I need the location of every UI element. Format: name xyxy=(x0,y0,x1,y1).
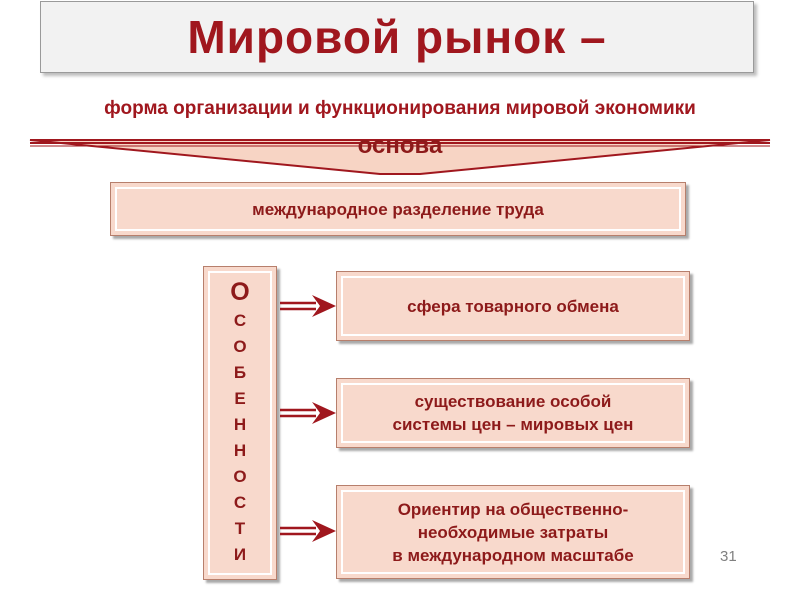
basis-arrow-banner xyxy=(29,139,771,175)
arrow-right-icon xyxy=(280,295,336,317)
division-of-labor-text: международное разделение труда xyxy=(115,187,681,231)
feature-line: сфера товарного обмена xyxy=(407,296,619,316)
arrow-right-icon xyxy=(280,520,336,542)
features-letter: Т xyxy=(234,519,246,538)
feature-box-commodity-exchange: сфера товарного обмена xyxy=(336,271,690,341)
feature-text: Ориентир на общественно- необходимые зат… xyxy=(341,490,685,574)
feature-text: сфера товарного обмена xyxy=(341,276,685,336)
features-vertical-box: О С О Б Е Н Н О С Т И xyxy=(203,266,277,580)
features-letters: О С О Б Е Н Н О С Т И xyxy=(208,271,272,575)
feature-text: существование особой системы цен – миров… xyxy=(341,383,685,443)
features-letter: Н xyxy=(233,441,247,460)
features-letter: Е xyxy=(234,389,246,408)
feature-line: в международном масштабе xyxy=(392,545,634,565)
page-number: 31 xyxy=(720,548,737,565)
feature-line: существование особой xyxy=(414,392,612,411)
features-letter: О xyxy=(233,467,247,486)
features-letter: Б xyxy=(233,363,247,382)
features-letter: Н xyxy=(233,415,247,434)
feature-box-world-prices: существование особой системы цен – миров… xyxy=(336,378,690,448)
feature-line: необходимые затраты xyxy=(417,522,609,542)
feature-box-necessary-costs: Ориентир на общественно- необходимые зат… xyxy=(336,485,690,579)
subtitle: форма организации и функционирования мир… xyxy=(104,98,696,119)
features-letter: С xyxy=(233,311,247,330)
features-letter: С xyxy=(233,493,247,512)
features-letter: О xyxy=(233,337,247,356)
features-letter: И xyxy=(233,545,247,564)
basis-label: основа xyxy=(357,132,443,159)
features-letter: О xyxy=(230,278,250,306)
feature-line: системы цен – мировых цен xyxy=(392,415,634,434)
feature-line: Ориентир на общественно- xyxy=(397,499,629,519)
page-title: Мировой рынок – xyxy=(187,11,607,63)
division-of-labor-box: международное разделение труда xyxy=(110,182,686,236)
arrow-right-icon xyxy=(280,402,336,424)
title-box: Мировой рынок – xyxy=(40,1,754,73)
